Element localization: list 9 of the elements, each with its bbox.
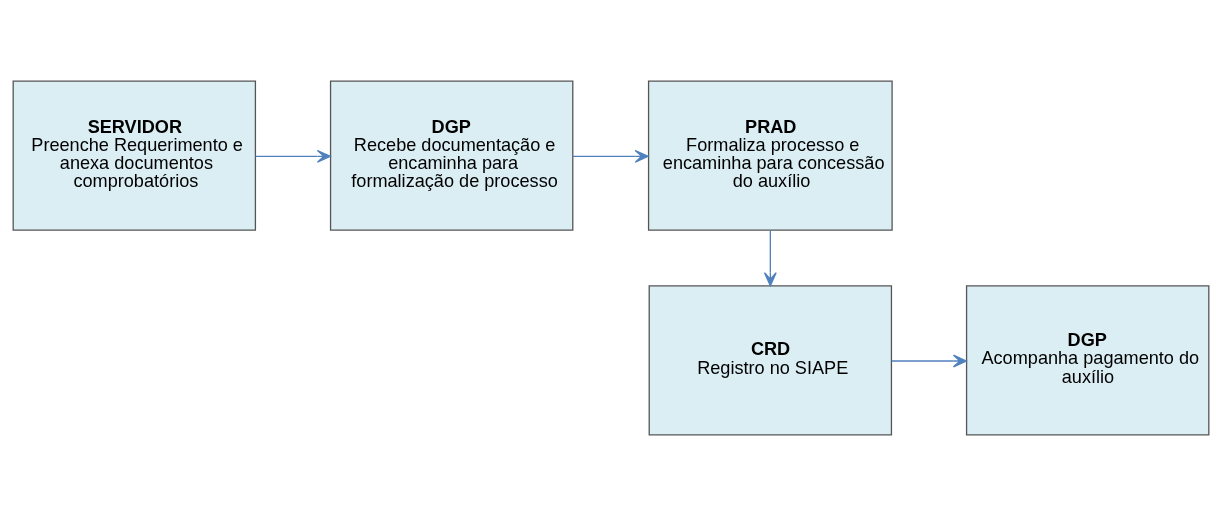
arrow [572,149,649,163]
node-box: DGP Recebe documentação e encaminha para formalização de processo [329,80,574,231]
node-box: CRD Registro no SIAPE [648,285,893,436]
arrow [255,149,332,163]
arrow [891,354,968,368]
node-box: DGP Acompanha pagamento do auxílio [965,285,1210,436]
node-box: PRAD Formaliza processo e encaminha para concessão do auxílio [647,80,893,231]
node-box: SERVIDOR Preenche Requerimento e anexa documentos comprobatórios [12,80,257,231]
arrow [763,230,777,287]
